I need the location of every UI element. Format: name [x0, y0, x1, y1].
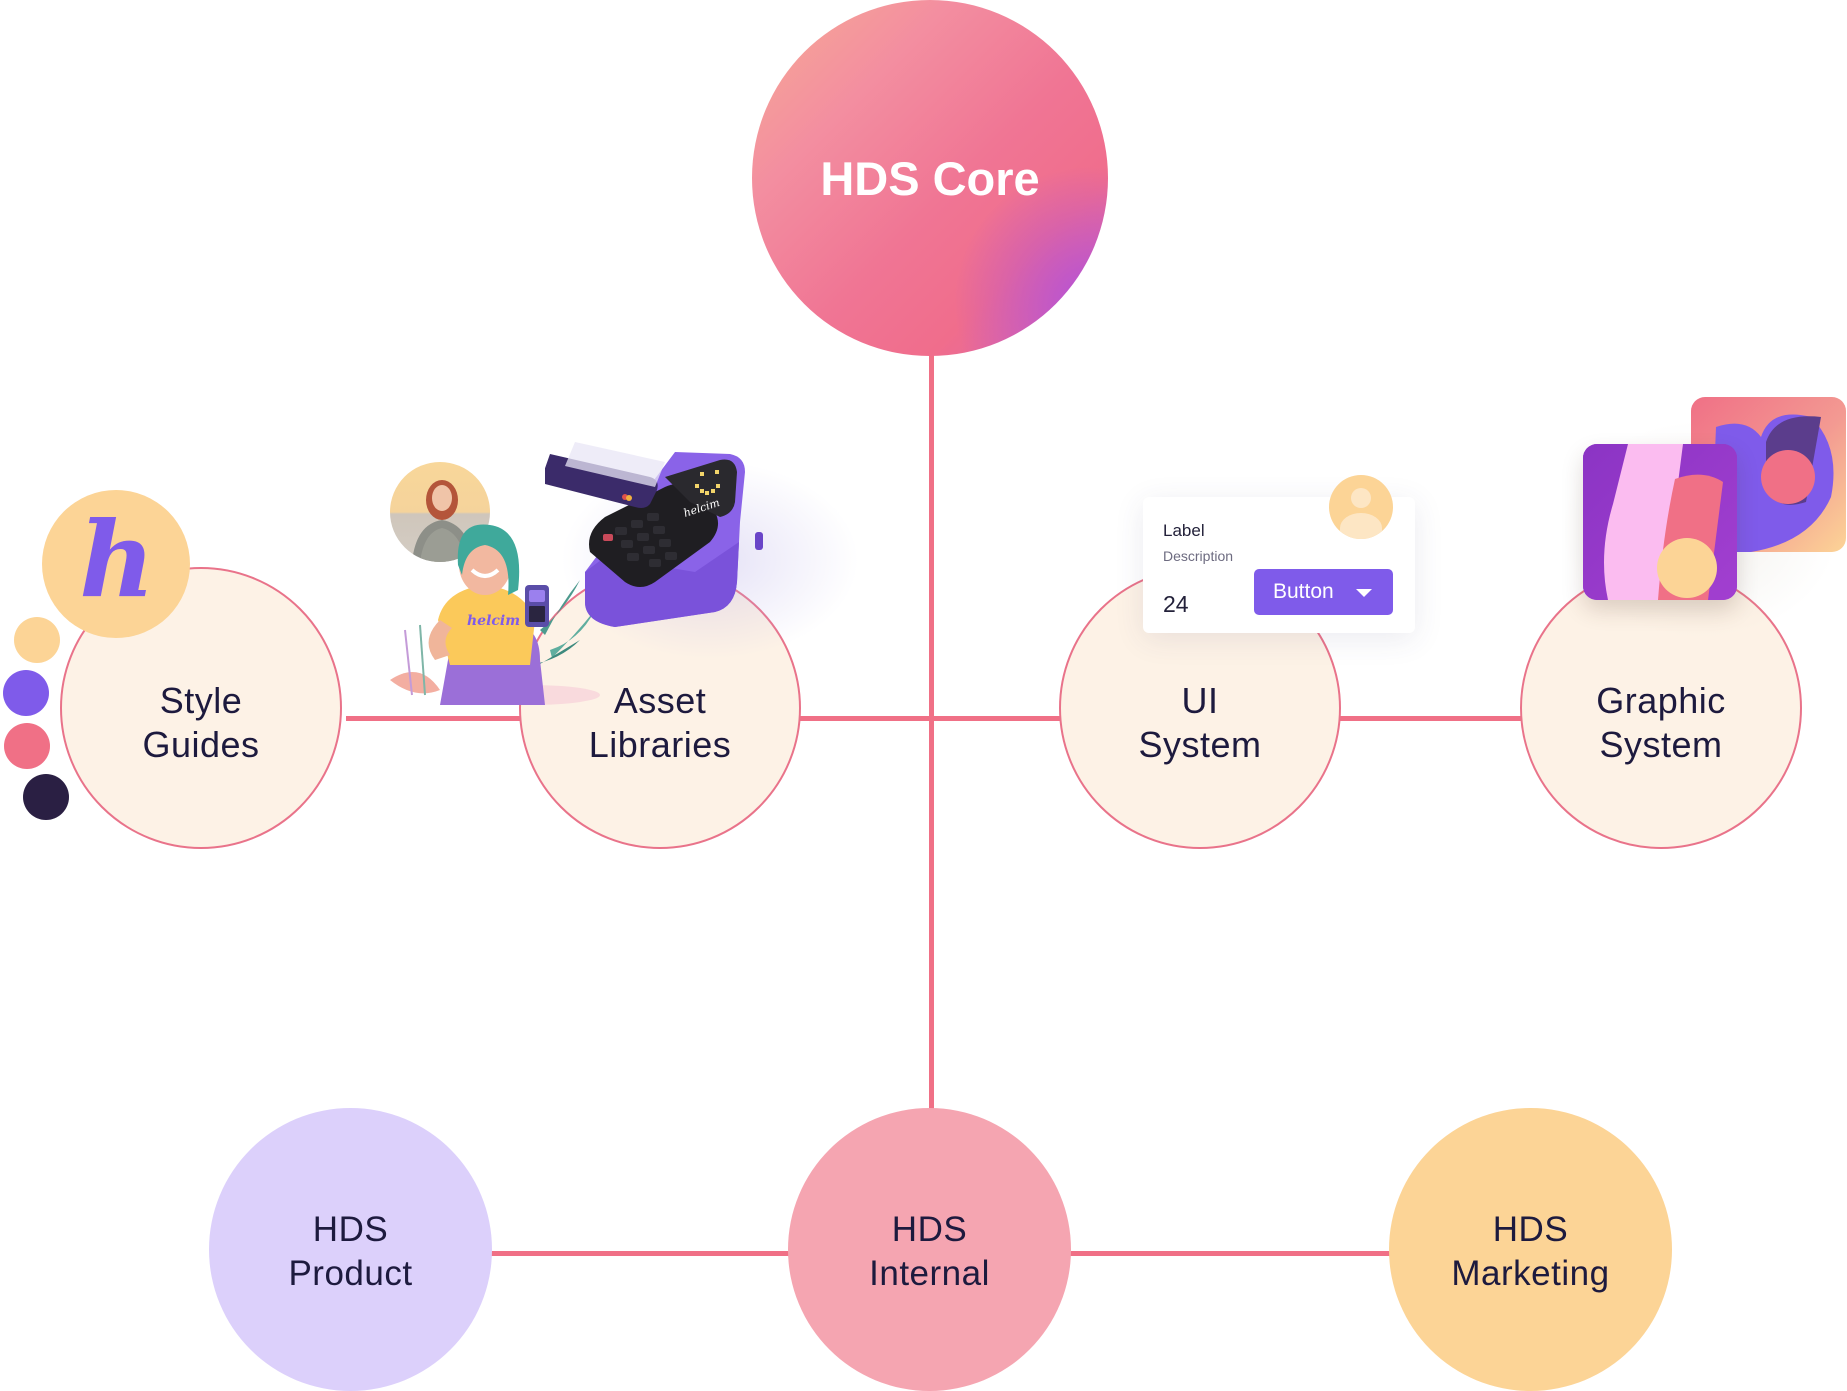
avatar-body — [1340, 513, 1382, 539]
node-label: HDS Core — [820, 152, 1040, 205]
connector-core-to-internal — [929, 350, 934, 1112]
connector-style-to-asset — [346, 716, 522, 721]
node-label-line: HDS — [891, 1209, 968, 1249]
color-swatch-dark — [23, 774, 69, 820]
dropdown-button[interactable]: Button — [1254, 569, 1393, 615]
node-label-line: Internal — [869, 1253, 990, 1293]
brand-shape-tile-front — [1583, 444, 1737, 600]
shirt-brand-text: helcim — [467, 613, 520, 629]
helcim-h-logo-icon: h — [42, 490, 190, 638]
node-label-line: Guides — [142, 724, 260, 765]
connector-product-to-internal — [490, 1251, 790, 1256]
node-hds-marketing[interactable]: HDS Marketing — [1389, 1108, 1672, 1391]
connector-asset-to-ui — [797, 716, 1061, 721]
node-hds-internal[interactable]: HDS Internal — [788, 1108, 1071, 1391]
node-label-line: System — [1138, 724, 1262, 765]
user-avatar-icon — [1329, 475, 1393, 539]
node-label-line: HDS — [1492, 1209, 1569, 1249]
avatar-head — [1351, 488, 1371, 508]
character-illustration: helcim — [380, 510, 610, 705]
node-graphic-system[interactable]: Graphic System — [1520, 567, 1802, 849]
connector-internal-to-marketing — [1069, 1251, 1391, 1256]
color-swatch-purple — [3, 670, 49, 716]
card-value: 24 — [1163, 591, 1189, 617]
node-label-line: Style — [159, 680, 243, 721]
node-label-line: HDS — [312, 1209, 389, 1249]
node-hds-product[interactable]: HDS Product — [209, 1108, 492, 1391]
node-label-line: Product — [288, 1253, 413, 1293]
node-label-line: UI — [1181, 680, 1219, 721]
logo-letter: h — [79, 498, 155, 621]
color-swatch-pink — [4, 723, 50, 769]
card-description: Description — [1163, 548, 1234, 564]
node-label-line: Marketing — [1451, 1253, 1610, 1293]
node-hds-core[interactable]: HDS Core — [752, 0, 1108, 356]
node-label-line: Asset — [613, 680, 707, 721]
node-label-line: Libraries — [588, 724, 732, 765]
caret-down-icon — [1356, 589, 1372, 597]
node-label-line: Graphic — [1596, 680, 1726, 721]
card-label: Label — [1163, 521, 1205, 540]
pos-terminal-image: helcim — [541, 432, 785, 632]
connector-ui-to-graphic — [1338, 716, 1523, 721]
color-swatch-yellow — [14, 617, 60, 663]
button-label: Button — [1273, 580, 1334, 603]
node-label-line: System — [1599, 724, 1723, 765]
